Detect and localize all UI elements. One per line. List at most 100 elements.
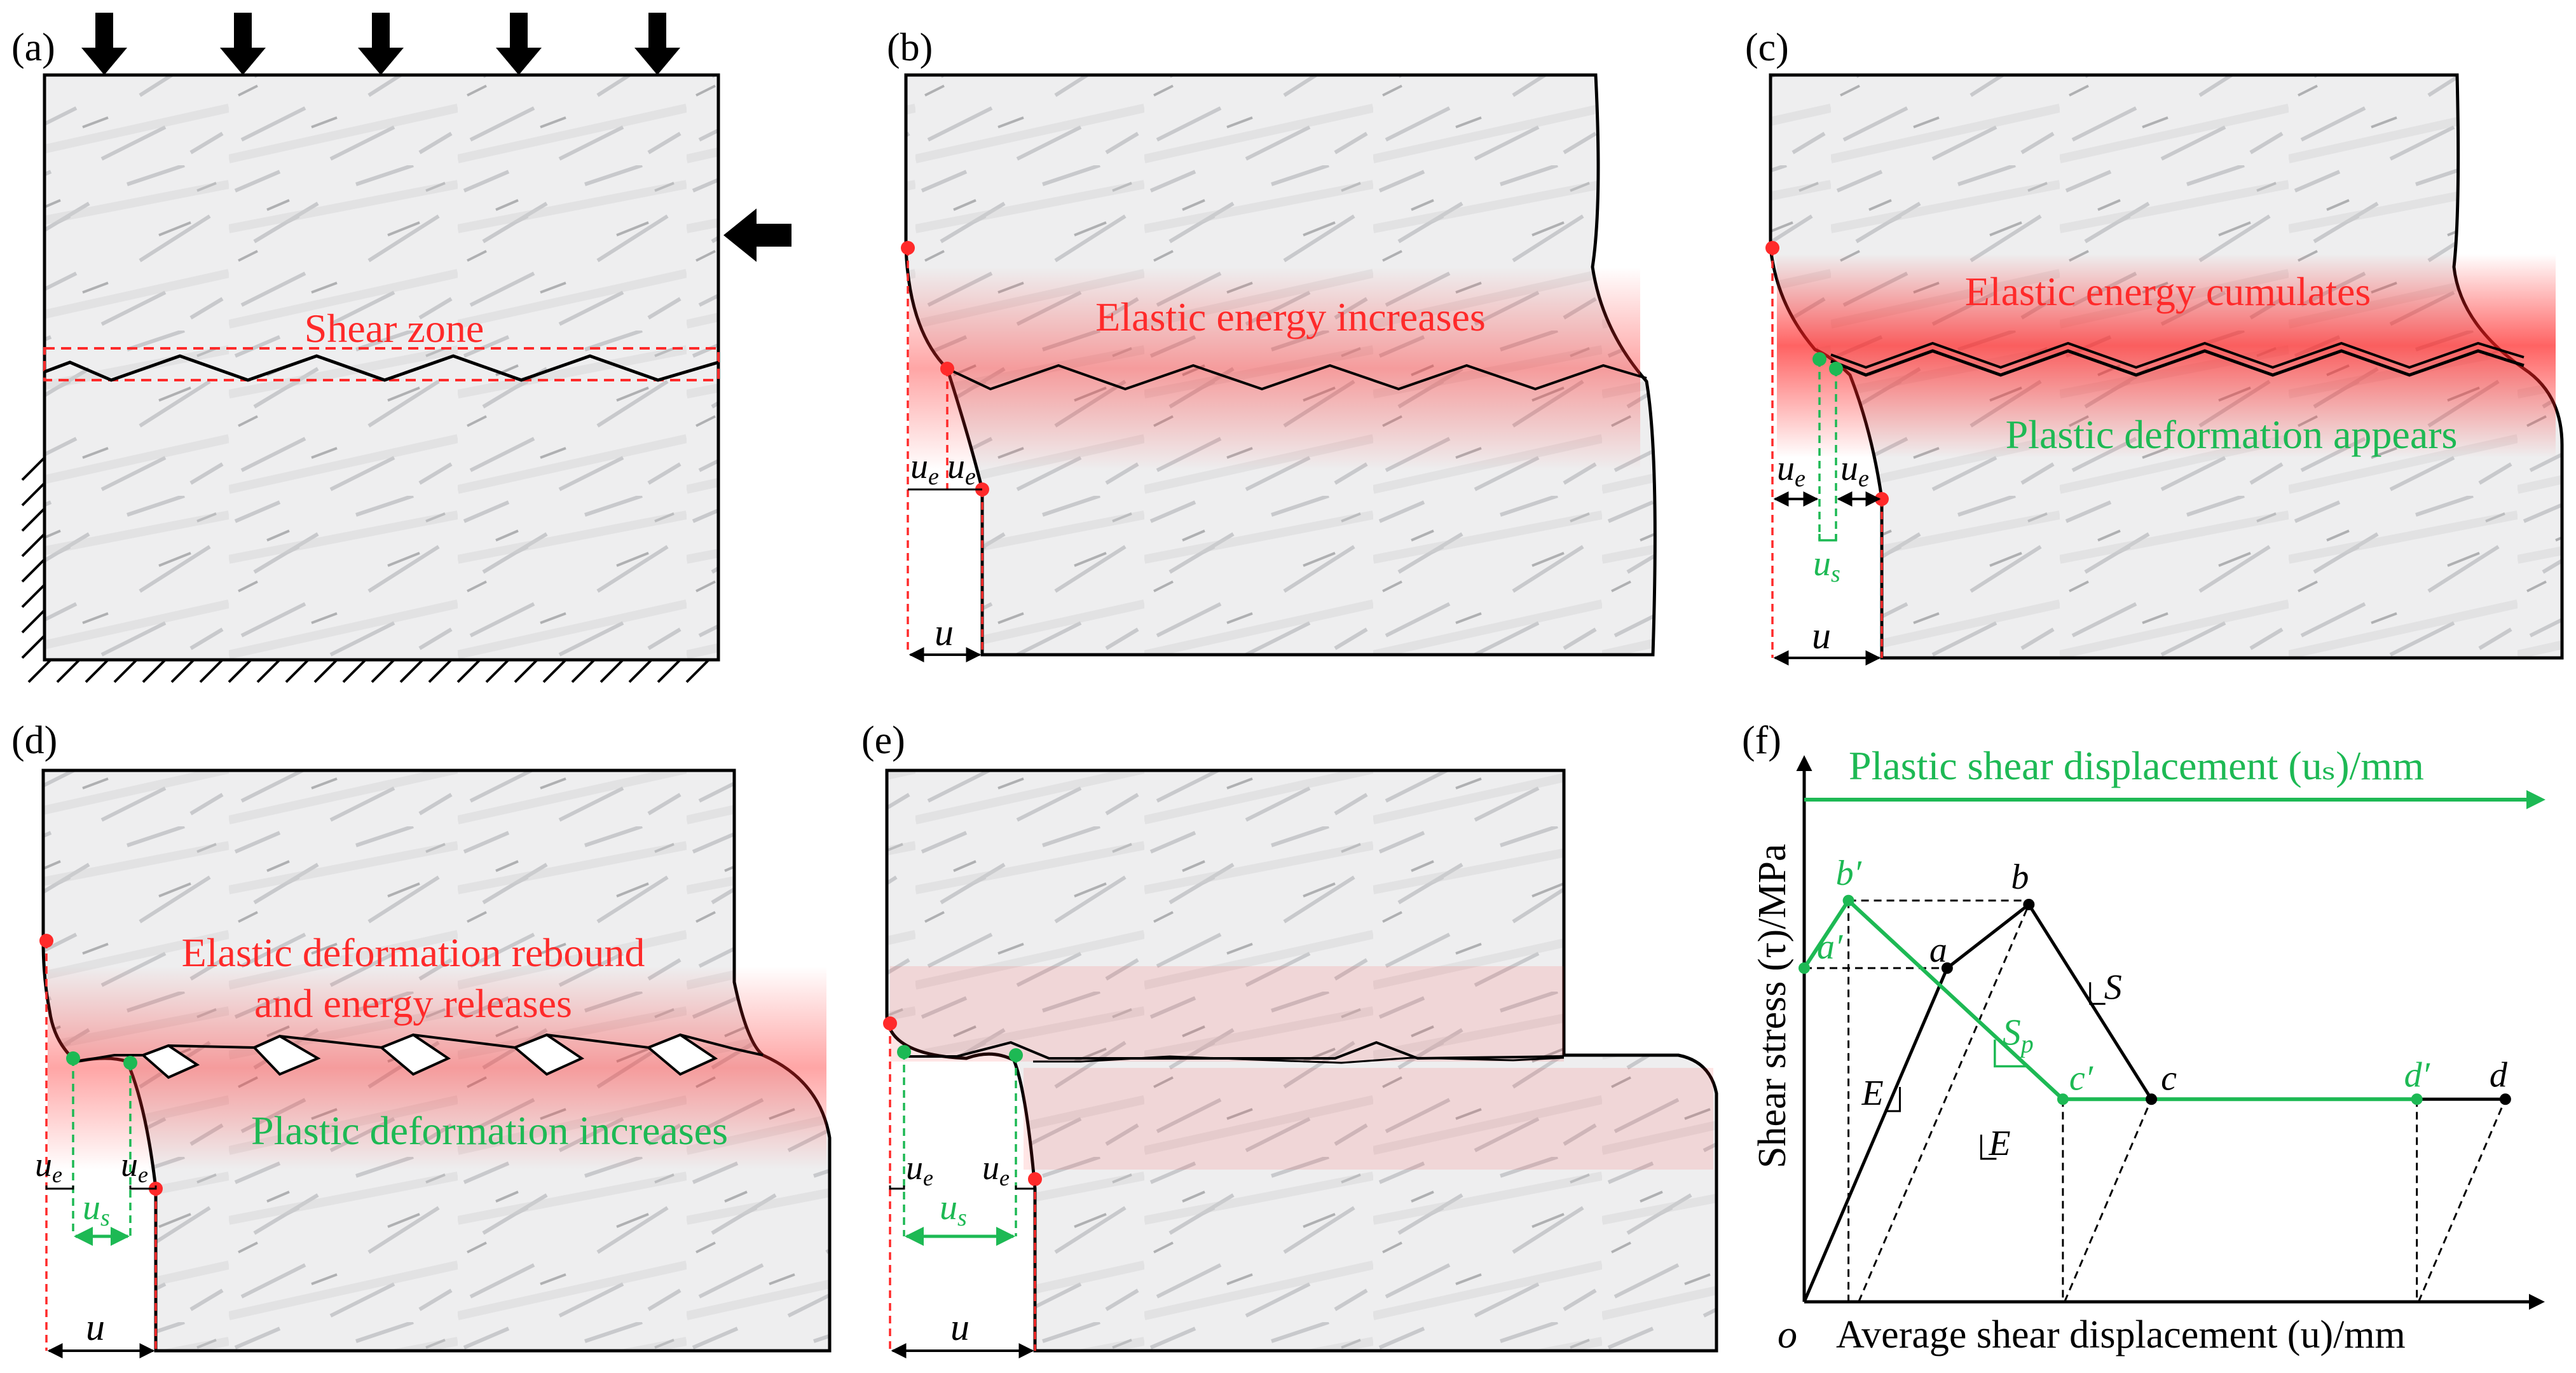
ue-left-label: ue <box>906 1149 933 1191</box>
plastic-point <box>2411 1093 2423 1105</box>
elastic-rebound-label-line1: Elastic deformation rebound <box>182 930 645 975</box>
residual-energy-band <box>1024 1068 1713 1170</box>
u-label: u <box>950 1306 969 1348</box>
down-arrow-icon <box>220 13 266 75</box>
plastic-reference-point <box>1812 352 1826 366</box>
plastic-point <box>1798 962 1810 974</box>
origin-label: o <box>1778 1313 1797 1356</box>
chart-plot-area: Plastic shear displacement (uₛ)/mmAverag… <box>1751 743 2545 1356</box>
panel-a-label: (a) <box>11 26 55 69</box>
shear-joint-profile-upper <box>899 1041 1565 1060</box>
ue-right-bracket <box>1015 1185 1036 1190</box>
point-label-c: c <box>2161 1058 2177 1098</box>
panel-f-label: (f) <box>1742 719 1781 762</box>
u-label: u <box>1812 615 1831 657</box>
ue-right-label: ue <box>947 447 976 490</box>
plastic-point-label: c′ <box>2069 1058 2093 1098</box>
panel-f-chart: (f) Plastic shear displacement (uₛ)/mmAv… <box>1742 719 2545 1356</box>
down-arrow-icon <box>634 13 680 75</box>
y-axis-label: Shear stress (τ)/MPa <box>1751 844 1794 1168</box>
displacement-guides <box>907 248 983 655</box>
shear-joint-profile <box>947 364 1647 391</box>
ue-right-label: ue <box>982 1149 1010 1191</box>
panel-b: (b) Elastic energy increases ue ue u <box>887 26 1657 662</box>
down-arrow-icon <box>358 13 404 75</box>
plastic-reference-point <box>123 1056 137 1070</box>
panel-e: (e) ue ue us u <box>861 719 1718 1358</box>
us-label: us <box>83 1188 110 1231</box>
displacement-guides <box>889 1023 1036 1351</box>
ue-left-label: ue <box>1777 449 1805 492</box>
point-c <box>2146 1093 2158 1105</box>
point-label-b: b <box>2011 857 2029 897</box>
ue-left-label: ue <box>35 1145 62 1187</box>
plastic-response-line <box>1802 898 2417 1102</box>
ue-left-bracket <box>889 1185 905 1190</box>
reference-point <box>1765 241 1779 255</box>
normal-load-arrows <box>81 13 680 75</box>
fixed-support-hatching <box>21 451 718 683</box>
plastic-point-label: a′ <box>1817 927 1843 967</box>
slope-s-marker <box>2089 982 2106 1005</box>
slope-sp-marker <box>1994 1039 2028 1068</box>
panel-d-label: (d) <box>11 719 57 762</box>
shear-joint-profile <box>44 354 719 382</box>
plastic-deformation-appears-label: Plastic deformation appears <box>2006 412 2458 457</box>
plastic-reference-point <box>1829 362 1843 376</box>
slope-e-label: E <box>1861 1074 1883 1113</box>
plastic-reference-point <box>66 1051 80 1065</box>
us-bracket <box>1818 534 1837 542</box>
plastic-reference-point <box>897 1045 911 1059</box>
slope-e2-marker <box>1980 1135 1997 1160</box>
ue-right-label: ue <box>121 1145 148 1187</box>
point-d <box>2499 1093 2511 1105</box>
shear-load-left-arrow-icon <box>723 208 791 262</box>
u-label: u <box>86 1306 105 1348</box>
reference-point <box>940 362 954 376</box>
shear-joint-profile-lower <box>1033 1055 1565 1064</box>
plastic-reference-point <box>1009 1048 1023 1062</box>
slope-s-label: S <box>2104 967 2122 1007</box>
us-label: us <box>940 1188 967 1231</box>
panel-e-label: (e) <box>861 719 905 762</box>
x-axis-label: Average shear displacement (u)/mm <box>1836 1313 2406 1356</box>
ue-left-bracket <box>45 1185 74 1190</box>
point-label-d: d <box>2490 1055 2508 1095</box>
unload-from-c <box>2064 1098 2153 1302</box>
reference-point <box>883 1016 897 1030</box>
panel-c-label: (c) <box>1745 26 1789 69</box>
shear-joint-upper-profile <box>1830 341 2525 369</box>
displacement-guides <box>45 941 157 1351</box>
panel-c: (c) Elastic energy cumulates Plastic def… <box>1745 26 2564 666</box>
unload-from-d <box>2417 1098 2507 1302</box>
point-label-a: a <box>1929 931 1947 970</box>
panel-b-label: (b) <box>887 26 933 69</box>
slope-sp-label: Sp <box>2003 1012 2034 1058</box>
panel-a: (a) Shear zone <box>11 13 791 683</box>
elastic-energy-cumulates-label: Elastic energy cumulates <box>1965 269 2371 314</box>
slope-e2-label: E <box>1988 1124 2010 1163</box>
elastic-rebound-label-line2: and energy releases <box>254 981 572 1026</box>
plastic-point-label: b′ <box>1836 854 1862 893</box>
ue-right-label: ue <box>1840 449 1869 492</box>
shear-joint-profile <box>76 1033 764 1063</box>
ue-left-label: ue <box>910 447 939 490</box>
shear-zone-label: Shear zone <box>305 306 484 351</box>
u-label: u <box>935 611 954 653</box>
unload-from-b <box>1858 904 2030 1302</box>
ue-right-bracket <box>129 1185 157 1190</box>
down-arrow-icon <box>496 13 542 75</box>
point-a <box>1941 962 1953 974</box>
reference-point <box>1028 1172 1042 1186</box>
elastic-energy-band <box>909 267 1640 470</box>
displacement-guides <box>1771 248 1883 658</box>
elastic-energy-increases-label: Elastic energy increases <box>1095 294 1486 339</box>
reference-point <box>901 241 915 255</box>
reference-point <box>39 934 53 948</box>
point-b <box>2023 899 2035 910</box>
plastic-point <box>1842 894 1854 906</box>
slope-e-marker <box>1886 1087 1901 1112</box>
plastic-displacement-axis-label: Plastic shear displacement (uₛ)/mm <box>1849 743 2424 788</box>
plastic-deformation-increases-label: Plastic deformation increases <box>251 1108 728 1153</box>
